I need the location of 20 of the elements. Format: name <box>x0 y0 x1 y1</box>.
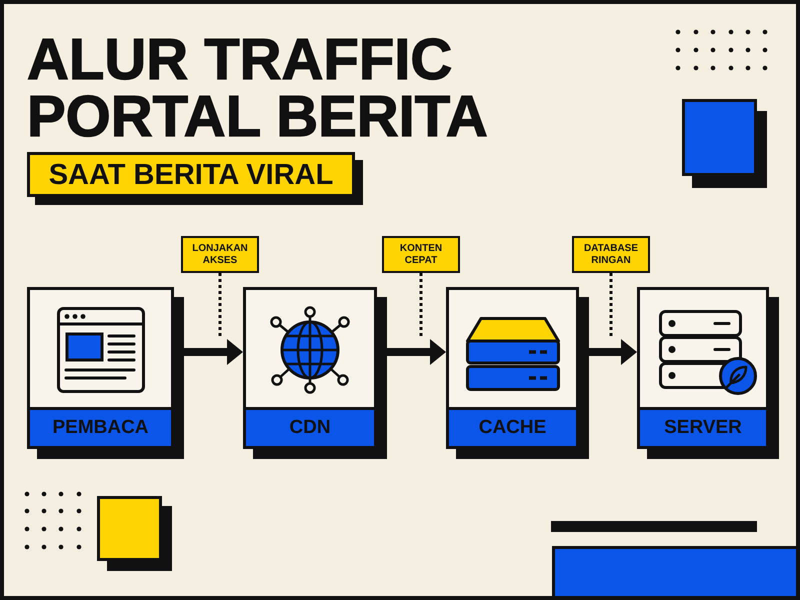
diagram-title: ALUR TRAFFIC PORTAL BERITA <box>27 31 489 145</box>
leader-line <box>420 273 422 337</box>
arrow <box>387 339 446 365</box>
subtitle-banner <box>27 152 363 205</box>
leader-line <box>610 273 612 337</box>
process-card <box>637 287 779 459</box>
card-title-bar: CDN <box>246 407 374 446</box>
callout-tag: LONJAKAN AKSES <box>181 236 259 273</box>
card-title-bar: SERVER <box>640 407 766 446</box>
arrow <box>589 339 637 365</box>
leader-line <box>218 273 222 337</box>
banner-text: SAAT BERITA VIRAL <box>48 158 334 190</box>
process-card <box>446 287 589 459</box>
process-card <box>243 287 387 459</box>
card-title-bar: CACHE <box>449 407 576 446</box>
callout-tag: DATABASE RINGAN <box>572 236 650 273</box>
arrow <box>184 339 243 365</box>
process-card <box>27 287 184 459</box>
callout-tag: KONTEN CEPAT <box>382 236 460 273</box>
card-title-bar: PEMBACA <box>30 407 171 446</box>
